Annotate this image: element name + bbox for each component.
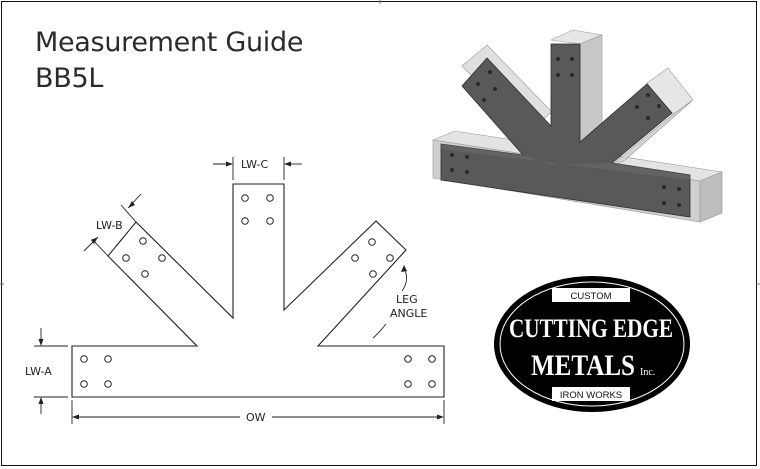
leg-angle-arrowhead [401, 265, 407, 272]
bolt-holes-center-post [241, 194, 274, 225]
logo-line1: CUTTING EDGE [509, 314, 673, 343]
bracket-outline [71, 183, 445, 398]
bolt-holes-base-right [404, 355, 436, 388]
company-logo: CUSTOM IRON WORKS CUTTING EDGE METALS In… [494, 276, 690, 412]
dimension-lw-c [213, 157, 302, 180]
logo-line2: METALS [531, 349, 635, 382]
leg-angle-arc [372, 323, 387, 339]
bolt-holes-base-left [80, 355, 112, 388]
bolt-holes-right-leg [351, 238, 394, 278]
label-leg: LEG [396, 293, 418, 306]
dimension-ow [71, 400, 445, 424]
model-number: BB5L [35, 63, 104, 94]
label-lw-c: LW-C [241, 158, 269, 171]
label-ow: OW [246, 411, 266, 424]
label-lw-b: LW-B [96, 219, 123, 232]
label-angle: ANGLE [390, 307, 427, 320]
logo-top-text: CUSTOM [571, 291, 612, 302]
logo-bottom-text: IRON WORKS [560, 390, 622, 401]
logo-inc: Inc. [640, 367, 655, 378]
dimension-lw-b [83, 193, 142, 257]
dimension-lw-a [34, 328, 68, 414]
bolt-holes-left-leg [122, 237, 166, 278]
bracket-3d-render [431, 29, 724, 223]
page-title: Measurement Guide [35, 27, 304, 58]
label-lw-a: LW-A [25, 365, 52, 378]
